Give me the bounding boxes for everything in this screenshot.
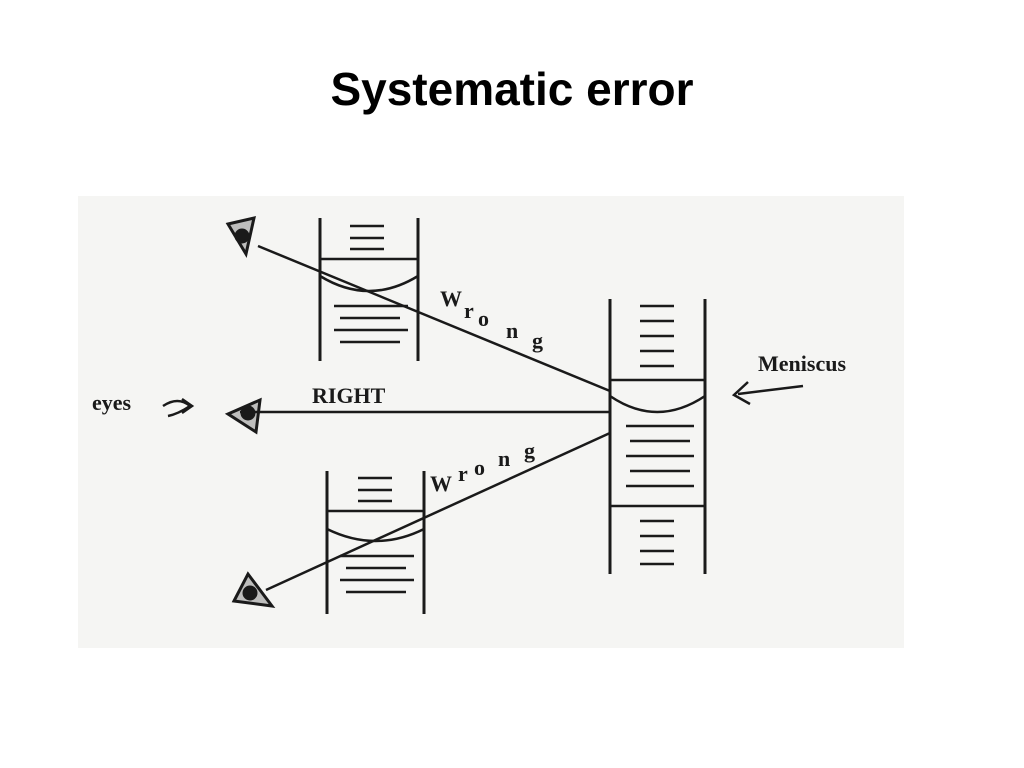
svg-text:n: n	[506, 318, 518, 343]
sight-lines	[240, 244, 611, 592]
wrong-label-lower: W r o n g	[430, 438, 535, 496]
svg-text:W: W	[440, 286, 462, 311]
meniscus-diagram: eyes RIGHT Meniscus W r o n g W r o n g	[78, 196, 904, 648]
svg-text:o: o	[478, 306, 489, 331]
eye-icon	[231, 571, 276, 608]
slide-title: Systematic error	[330, 63, 694, 115]
svg-text:g: g	[532, 328, 543, 353]
svg-text:W: W	[430, 471, 452, 496]
eye-icon	[225, 216, 256, 258]
svg-text:o: o	[474, 455, 485, 480]
right-cylinder	[608, 299, 707, 574]
meniscus-label: Meniscus	[758, 351, 846, 376]
right-label: RIGHT	[312, 383, 386, 408]
wrong-sight-line-upper	[257, 244, 611, 393]
svg-text:r: r	[464, 298, 474, 323]
eye-icon	[224, 397, 262, 435]
svg-text:n: n	[498, 446, 510, 471]
arrow-icon	[162, 397, 195, 418]
svg-text:g: g	[524, 438, 535, 463]
wrong-sight-line-lower	[265, 431, 611, 592]
arrow-icon	[731, 381, 804, 406]
wrong-label-upper: W r o n g	[440, 286, 543, 353]
diagram-panel	[78, 196, 904, 648]
svg-text:r: r	[458, 461, 468, 486]
eyes-label: eyes	[92, 390, 132, 415]
